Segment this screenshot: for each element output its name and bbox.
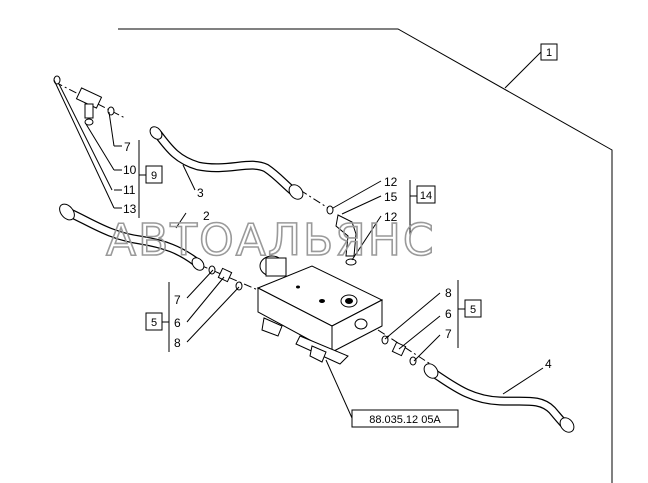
- tee-fitting: [53, 75, 115, 126]
- pipe-4: [423, 363, 575, 433]
- assembly-frame: [118, 28, 613, 483]
- part-label-12-top: 12: [384, 175, 398, 189]
- part-label-8-right: 8: [445, 286, 452, 300]
- pipe-2: [59, 203, 205, 271]
- part-label-11: 11: [123, 183, 136, 197]
- ref-box-assembly: 1: [540, 43, 558, 61]
- valve-block: [256, 255, 384, 365]
- elbow-fitting: [326, 205, 357, 266]
- part-label-3: 3: [197, 186, 204, 200]
- left-seal-set: [208, 265, 243, 291]
- part-label-13: 13: [123, 202, 137, 216]
- right-seal-set: [381, 335, 417, 366]
- ref-label-right-seals: 5: [470, 304, 476, 316]
- part-label-15: 15: [384, 190, 398, 204]
- part-label-10: 10: [123, 163, 137, 177]
- part-label-12-bottom: 12: [384, 210, 398, 224]
- ref-box-right-seals: 5: [464, 299, 482, 318]
- ref-label-left-fitting: 9: [151, 170, 157, 182]
- ref-box-left-seals: 5: [145, 312, 163, 331]
- leader-lines: [53, 79, 544, 419]
- pipe-3: [149, 126, 304, 200]
- part-label-6-left: 6: [174, 316, 181, 330]
- part-label-8-left: 8: [174, 336, 181, 350]
- ref-label-drawing: 88.035.12 05A: [369, 414, 441, 426]
- part-labels: 7 10 11 13 3 2 12 15 12 7 6 8 8 6 7 4: [123, 140, 552, 371]
- ref-label-assembly: 1: [546, 47, 552, 59]
- part-label-7: 7: [124, 140, 131, 154]
- part-label-4: 4: [545, 357, 552, 371]
- part-label-6-right: 6: [445, 307, 452, 321]
- ref-label-elbow: 14: [420, 190, 432, 202]
- part-label-7-left: 7: [174, 293, 181, 307]
- part-label-7-right: 7: [445, 327, 452, 341]
- ref-label-left-seals: 5: [151, 317, 157, 329]
- ref-box-left-fitting: 9: [145, 165, 163, 184]
- ref-box-drawing: 88.035.12 05A: [351, 409, 459, 428]
- part-label-2: 2: [203, 209, 210, 223]
- watermark: АВТОАЛЬЯНС: [106, 215, 436, 266]
- ref-box-elbow: 14: [416, 185, 436, 204]
